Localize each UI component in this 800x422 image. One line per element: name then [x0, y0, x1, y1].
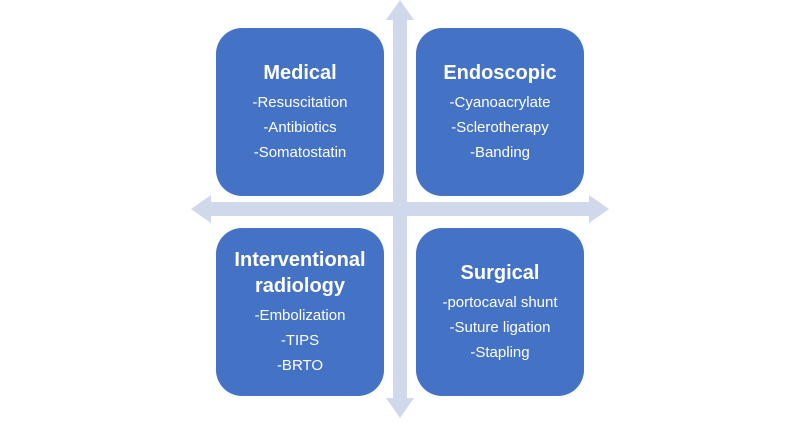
vertical-axis-arrow — [386, 0, 414, 418]
medical-quadrant: Medical -Resuscitation -Antibiotics -Som… — [216, 28, 384, 196]
medical-items: -Resuscitation -Antibiotics -Somatostati… — [252, 90, 347, 165]
list-item: -Embolization — [254, 306, 346, 324]
surgical-items: -portocaval shunt -Suture ligation -Stap… — [442, 290, 557, 365]
list-item: -Somatostatin — [253, 143, 347, 161]
surgical-quadrant: Surgical -portocaval shunt -Suture ligat… — [416, 228, 584, 396]
list-item: -Banding — [469, 143, 531, 161]
endoscopic-title: Endoscopic — [443, 61, 557, 84]
list-item: -Sclerotherapy — [451, 118, 549, 136]
endoscopic-items: -Cyanoacrylate -Sclerotherapy -Banding — [450, 90, 551, 165]
medical-title: Medical — [263, 61, 337, 84]
list-item: -portocaval shunt — [442, 293, 558, 311]
list-item: -TIPS — [280, 331, 320, 349]
title-line-1: Interventional — [234, 248, 366, 271]
list-item: -Suture ligation — [449, 318, 551, 336]
interventional-radiology-title: Interventional radiology — [234, 247, 365, 299]
list-item: -Resuscitation — [252, 93, 348, 111]
list-item: -Stapling — [470, 343, 530, 361]
list-item: -Antibiotics — [263, 118, 337, 136]
list-item: -Cyanoacrylate — [449, 93, 551, 111]
title-line-2: radiology — [254, 274, 345, 297]
interventional-radiology-quadrant: Interventional radiology -Embolization -… — [216, 228, 384, 396]
interventional-radiology-items: -Embolization -TIPS -BRTO — [255, 303, 346, 378]
endoscopic-quadrant: Endoscopic -Cyanoacrylate -Sclerotherapy… — [416, 28, 584, 196]
surgical-title: Surgical — [460, 261, 540, 284]
list-item: -BRTO — [276, 356, 324, 374]
